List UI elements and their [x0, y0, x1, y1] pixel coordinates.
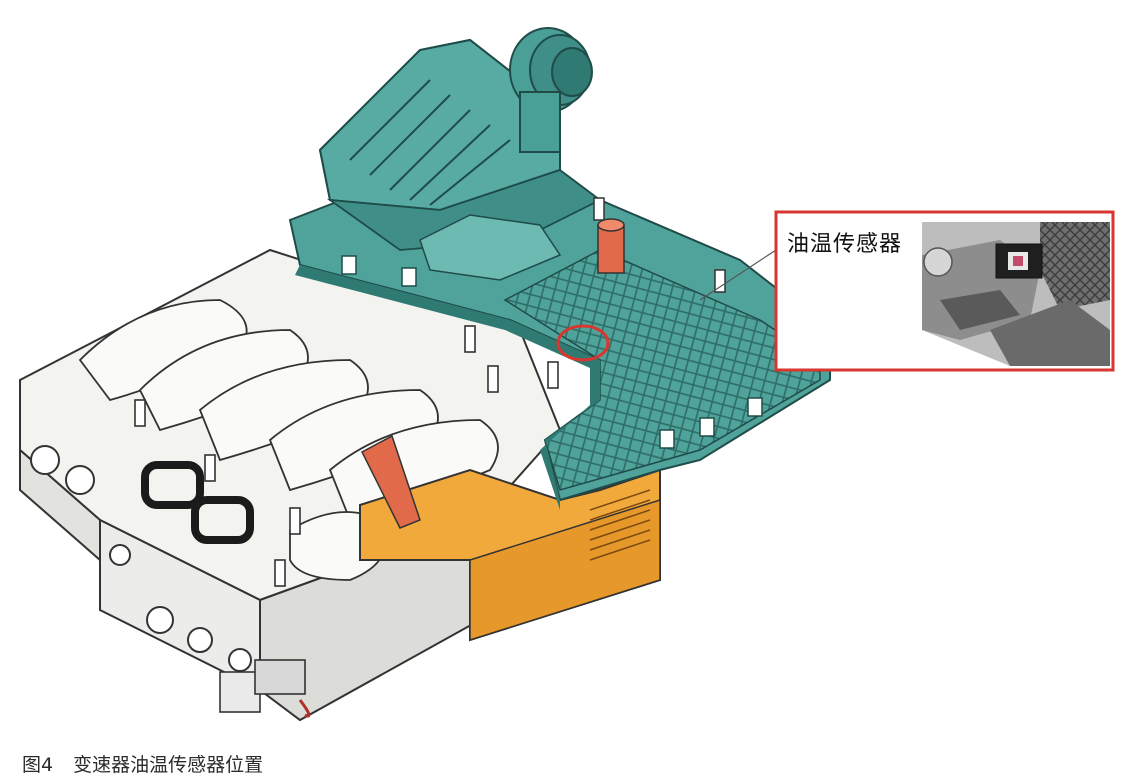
wiring-harness-connector	[219, 659, 311, 718]
valve-body	[19, 248, 611, 722]
figure-number: 图4	[22, 754, 54, 776]
sensor-highlight-circle	[556, 324, 610, 362]
sensor-closeup	[922, 222, 1110, 366]
figure-title: 变速器油温传感器位置	[73, 754, 264, 776]
callout-leader-line	[699, 249, 777, 301]
figure-caption: 图4 变速器油温传感器位置	[22, 750, 263, 777]
callout-label: 油温传感器	[787, 232, 903, 257]
callout-box	[774, 210, 1115, 372]
connector-bracket	[359, 434, 661, 642]
